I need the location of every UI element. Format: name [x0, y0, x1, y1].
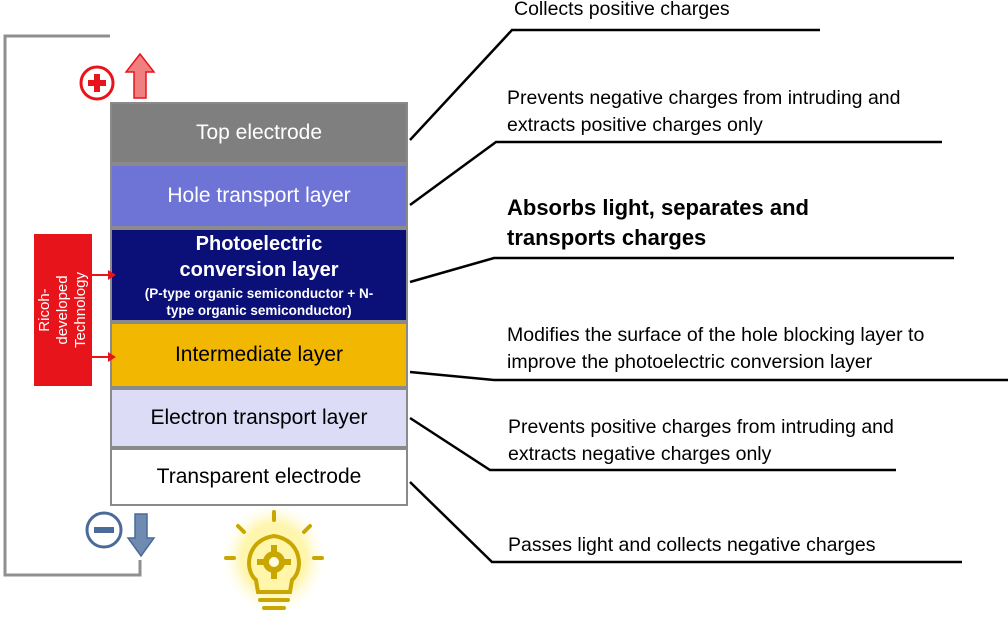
layer-electron-transport: Electron transport layer [110, 388, 408, 448]
description-intermediate: Modifies the surface of the hole blockin… [507, 324, 925, 373]
layer-label: Electron transport layer [150, 405, 368, 429]
layer-label: Transparent electrode [156, 464, 362, 488]
minus-circle-icon [85, 511, 123, 549]
layer-label: Photoelectric conversion layer [179, 233, 339, 281]
description-top-electrode: Collects positive charges [514, 0, 730, 20]
layer-sub-label: (P-type organic semiconductor + N-type o… [144, 286, 374, 318]
layer-transparent-electrode: Transparent electrode [110, 448, 408, 506]
lightbulb-gear-icon [220, 506, 328, 622]
down-arrow-icon [126, 513, 156, 558]
description-hole-transport: Prevents negative charges from intruding… [507, 87, 901, 136]
plus-circle-icon [79, 65, 115, 101]
layer-top-electrode: Top electrode [110, 102, 408, 164]
description-photoelectric: Absorbs light, separates and transports … [507, 195, 809, 250]
ricoh-technology-badge: Ricoh-developed Technology [34, 234, 92, 386]
layer-label: Intermediate layer [174, 342, 344, 366]
layer-photoelectric-conversion: Photoelectric conversion layer (P-type o… [110, 228, 408, 322]
badge-arrows [92, 270, 116, 362]
layer-label: Hole transport layer [167, 183, 351, 207]
up-arrow-icon [124, 52, 156, 99]
layer-intermediate: Intermediate layer [110, 322, 408, 388]
description-electron-transport: Prevents positive charges from intruding… [508, 416, 894, 465]
layer-hole-transport: Hole transport layer [110, 164, 408, 228]
layer-label: Top electrode [195, 120, 323, 144]
description-transparent-electrode: Passes light and collects negative charg… [508, 534, 876, 556]
